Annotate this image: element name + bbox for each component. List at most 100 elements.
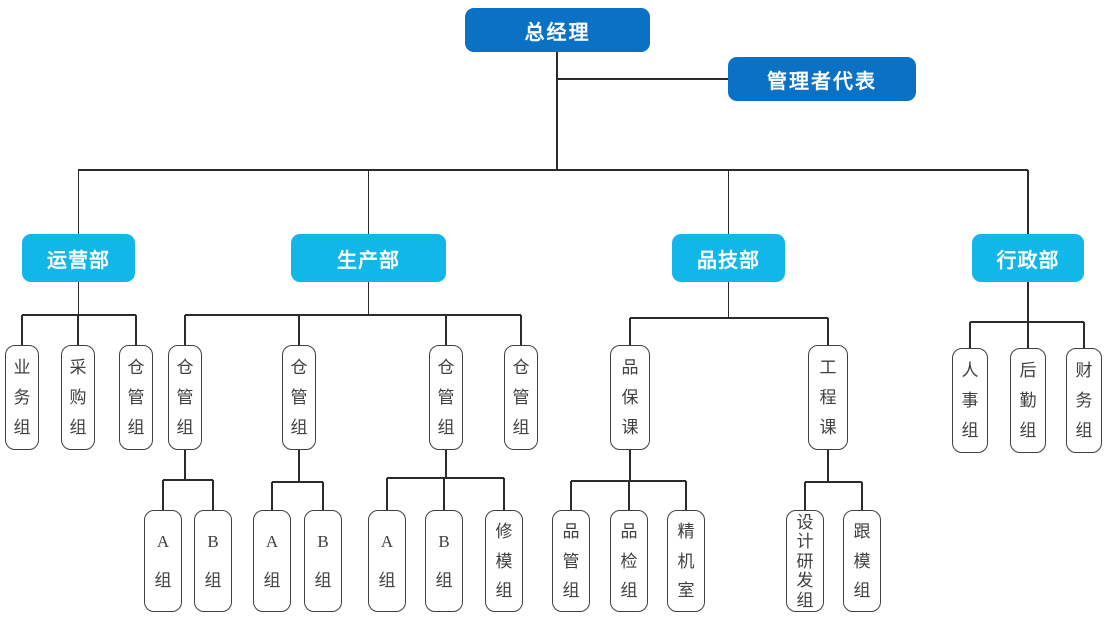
- connector-line: [629, 318, 631, 345]
- node-label: 采购组: [69, 358, 87, 437]
- connector-line: [77, 170, 79, 234]
- connector-line: [387, 477, 504, 479]
- node-finance-group[interactable]: 财务组: [1066, 348, 1102, 453]
- connector-line: [570, 481, 572, 510]
- connector-line: [861, 482, 863, 510]
- node-warehouse-group-2[interactable]: 仓管组: [282, 345, 316, 450]
- connector-line: [445, 315, 447, 345]
- node-precision-machine-room[interactable]: 精机室: [667, 510, 705, 612]
- node-label: 人事组: [961, 361, 979, 440]
- node-label: 后勤组: [1019, 361, 1037, 440]
- node-dept-quality-tech[interactable]: 品技部: [672, 234, 785, 282]
- node-label: 总经理: [524, 21, 591, 44]
- node-label: 品技部: [697, 249, 760, 272]
- node-label: 仓管组: [127, 358, 145, 437]
- connector-line: [630, 317, 828, 319]
- node-quality-assurance-section[interactable]: 品保课: [610, 345, 650, 450]
- connector-line: [367, 170, 370, 234]
- connector-line: [386, 478, 388, 510]
- node-label: 工程课: [819, 358, 837, 437]
- node-label: 品管组: [562, 522, 580, 600]
- node-label: 财务组: [1075, 361, 1093, 440]
- connector-line: [1027, 322, 1029, 348]
- node-label: 运营部: [47, 249, 110, 272]
- connector-line: [272, 481, 323, 483]
- node-label: 仓管组: [176, 358, 194, 437]
- node-hr-group[interactable]: 人事组: [952, 348, 988, 453]
- connector-line: [212, 480, 214, 510]
- connector-line: [135, 315, 137, 345]
- connector-line: [298, 450, 300, 482]
- connector-line: [556, 52, 558, 170]
- connector-line: [520, 315, 522, 345]
- connector-line: [503, 478, 505, 510]
- node-dept-operations[interactable]: 运营部: [22, 234, 135, 282]
- connector-line: [77, 315, 79, 345]
- connector-line: [22, 314, 136, 316]
- node-logistics-group[interactable]: 后勤组: [1010, 348, 1046, 453]
- connector-line: [970, 321, 1084, 323]
- node-label: 设计研发组: [796, 512, 814, 610]
- node-label: 品检组: [620, 522, 638, 600]
- node-label: 精机室: [677, 522, 695, 600]
- connector-line: [628, 481, 630, 510]
- connector-line: [557, 78, 728, 80]
- node-warehouse-group-3[interactable]: 仓管组: [429, 345, 463, 450]
- node-label: 仓管组: [512, 358, 530, 437]
- connector-line: [827, 318, 829, 345]
- connector-line: [805, 481, 862, 483]
- node-label: 生产部: [337, 249, 400, 272]
- connector-line: [163, 479, 213, 481]
- node-label: 品保课: [621, 358, 639, 437]
- node-warehouse-group-1[interactable]: 仓管组: [168, 345, 202, 450]
- connector-line: [184, 450, 186, 480]
- connector-line: [322, 482, 324, 510]
- connector-line: [185, 314, 521, 316]
- node-quality-inspection-group[interactable]: 品检组: [610, 510, 648, 612]
- connector-line: [78, 169, 1028, 171]
- node-engineering-section[interactable]: 工程课: [808, 345, 848, 450]
- node-label: 管理者代表: [767, 70, 877, 93]
- connector-line: [77, 282, 80, 315]
- connector-line: [298, 315, 300, 345]
- node-design-rd-group[interactable]: 设计研发组: [786, 510, 824, 612]
- connector-line: [727, 170, 730, 234]
- node-mold-tracking-group[interactable]: 跟模组: [843, 510, 881, 612]
- node-label: 跟模组: [853, 522, 871, 600]
- connector-line: [443, 478, 445, 510]
- connector-line: [1027, 282, 1029, 322]
- node-dept-production[interactable]: 生产部: [291, 234, 446, 282]
- connector-line: [827, 450, 829, 482]
- node-dept-admin[interactable]: 行政部: [972, 234, 1084, 282]
- node-quality-mgmt-group[interactable]: 品管组: [552, 510, 590, 612]
- connector-line: [685, 481, 687, 510]
- node-label: 修模组: [495, 522, 513, 600]
- connector-line: [1027, 170, 1029, 234]
- node-label: 业务组: [13, 358, 31, 437]
- node-purchasing-group[interactable]: 采购组: [61, 345, 95, 450]
- node-mold-repair-group[interactable]: 修模组: [485, 510, 523, 612]
- connector-line: [162, 480, 164, 510]
- connector-line: [1083, 322, 1085, 348]
- node-warehouse-group-ops[interactable]: 仓管组: [119, 345, 153, 450]
- node-management-representative[interactable]: 管理者代表: [728, 57, 916, 101]
- node-general-manager[interactable]: 总经理: [465, 8, 650, 52]
- node-warehouse-group-4[interactable]: 仓管组: [504, 345, 538, 450]
- node-business-group[interactable]: 业务组: [5, 345, 39, 450]
- connector-line: [727, 282, 730, 318]
- node-label: 行政部: [996, 249, 1060, 272]
- connector-line: [184, 315, 186, 345]
- connector-line: [969, 322, 971, 348]
